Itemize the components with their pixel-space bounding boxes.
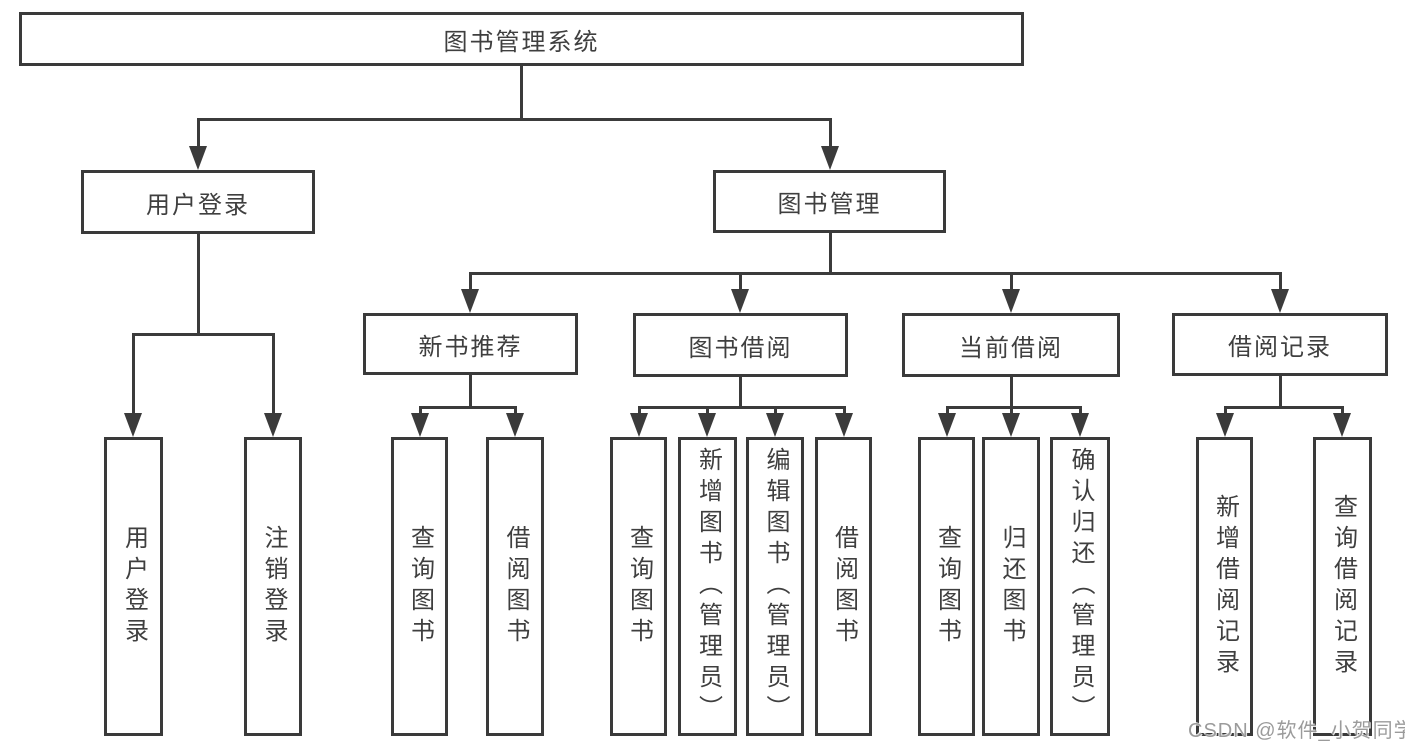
arrowhead-down [630,413,648,437]
diagram-node-leaf-logout: 注销登录 [244,437,302,736]
connector-line [738,271,742,298]
connector-line [196,117,832,121]
diagram-node-leaf-add-borrow-record: 新增借阅记录 [1196,437,1253,736]
arrowhead-down [189,146,207,170]
connector-line [519,66,523,119]
connector-line [196,117,200,155]
diagram-node-current-borrow: 当前借阅 [902,313,1120,377]
arrowhead-down [1002,289,1020,313]
diagram-node-leaf-query-books-3: 查询图书 [918,437,975,736]
connector-line [1278,374,1282,407]
connector-line [637,405,846,409]
arrowhead-down [821,146,839,170]
arrowhead-down [1071,413,1089,437]
connector-line [828,233,832,273]
diagram-node-leaf-query-borrow-record: 查询借阅记录 [1313,437,1372,736]
diagram-node-leaf-add-book: 新增图书（管理员） [678,437,737,736]
arrowhead-down [506,413,524,437]
arrowhead-down [766,413,784,437]
arrowhead-down [1333,413,1351,437]
arrowhead-down [938,413,956,437]
arrowhead-down [461,289,479,313]
diagram-node-leaf-confirm-return: 确认归还（管理员） [1050,437,1110,736]
csdn-watermark: CSDN @软件_小贺同学 [1188,720,1405,742]
diagram-node-leaf-borrow-books-1: 借阅图书 [486,437,544,736]
connector-line [1009,271,1013,298]
arrowhead-down [1002,413,1020,437]
diagram-node-root: 图书管理系统 [19,12,1024,66]
connector-line [468,373,472,407]
connector-line [418,405,517,409]
connector-line [196,233,200,334]
diagram-node-book-management: 图书管理 [713,170,946,233]
connector-line [1278,271,1282,298]
arrowhead-down [1216,413,1234,437]
diagram-node-book-borrow: 图书借阅 [633,313,848,377]
connector-line [131,332,275,336]
diagram-node-borrow-records: 借阅记录 [1172,313,1388,376]
arrowhead-down [411,413,429,437]
diagram-node-leaf-borrow-books-2: 借阅图书 [815,437,872,736]
diagram-node-new-book-recommend: 新书推荐 [363,313,578,375]
arrowhead-down [264,413,282,437]
diagram-node-user-login: 用户登录 [81,170,315,234]
arrowhead-down [835,413,853,437]
connector-line [468,271,472,298]
connector-line [131,332,135,422]
connector-line [468,271,1282,275]
arrowhead-down [731,289,749,313]
arrowhead-down [698,413,716,437]
diagram-node-leaf-edit-book: 编辑图书（管理员） [746,437,804,736]
diagram-node-leaf-user-login: 用户登录 [104,437,163,736]
connector-line [738,375,742,407]
arrowhead-down [1271,289,1289,313]
connector-line [271,332,275,422]
diagram-node-leaf-return-book: 归还图书 [982,437,1040,736]
diagram-node-leaf-query-books-2: 查询图书 [610,437,667,736]
connector-line [945,405,1082,409]
arrowhead-down [124,413,142,437]
connector-line [1223,405,1344,409]
connector-line [1009,375,1013,407]
connector-line [828,117,832,155]
diagram-node-leaf-query-books-1: 查询图书 [391,437,448,736]
